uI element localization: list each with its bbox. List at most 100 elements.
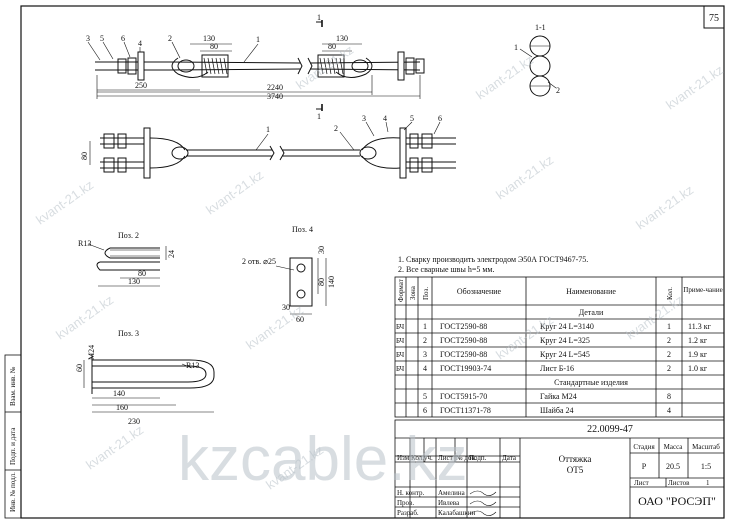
signature-row: Н. контр. Амелина [397, 489, 497, 497]
pos4-dim-30a: 30 [317, 246, 326, 254]
svg-text:Разраб.: Разраб. [397, 509, 419, 517]
watermark-text: kvant-21.kz [473, 52, 536, 102]
svg-text:2: 2 [423, 336, 427, 345]
svg-text:ГОСТ2590-88: ГОСТ2590-88 [440, 322, 487, 331]
pos2-dim-24: 24 [167, 250, 176, 258]
pos4-detail [275, 257, 327, 315]
stamp-vzam-inv: Взам. инв. № [9, 366, 17, 406]
svg-text:2: 2 [667, 350, 671, 359]
rev-h-kol: Кол.уч. [411, 454, 433, 462]
th-zone: Зона [409, 285, 417, 300]
pos2-detail [87, 243, 167, 287]
table-row: БЧ 4 ГОСТ19903-74 Лист Б-16 2 1.0 кг [396, 364, 708, 373]
dim-250: 250 [135, 81, 147, 90]
stamp-inv-podl: Инв. № подл. [9, 472, 17, 512]
side-view [89, 121, 456, 179]
scale-label: Масштаб [692, 443, 720, 451]
callout-3: 3 [86, 34, 90, 43]
svg-text:5: 5 [423, 392, 427, 401]
svg-text:БЧ: БЧ [396, 351, 405, 359]
th-designation: Обозначение [457, 287, 502, 296]
side-callout-5: 5 [410, 114, 414, 123]
svg-text:6: 6 [423, 406, 427, 415]
top-view-labels: 3 5 6 4 2 1 130 80 130 80 250 2240 3740 … [86, 13, 348, 121]
svg-text:ГОСТ2590-88: ГОСТ2590-88 [440, 350, 487, 359]
watermark-text: kvant-21.kz [83, 422, 146, 472]
pos3-dim-140: 140 [113, 389, 125, 398]
svg-text:Пров.: Пров. [397, 499, 414, 507]
callout-2: 2 [168, 34, 172, 43]
svg-text:1: 1 [667, 322, 671, 331]
sheet-label: Лист [634, 479, 649, 487]
pos4-dim-30b: 30 [282, 303, 290, 312]
dim-80-right: 80 [328, 42, 336, 51]
stage-label: Стадия [633, 443, 655, 451]
sheet-number-box [703, 5, 725, 29]
pos4-dim-60: 60 [296, 315, 304, 324]
dim-3740: 3740 [267, 92, 283, 101]
th-format: Формат [397, 279, 405, 302]
side-callout-3: 3 [362, 114, 366, 123]
mass-value: 20.5 [666, 462, 680, 471]
section-callout-1: 1 [514, 43, 518, 52]
table-row: БЧ 1 ГОСТ2590-88 Круг 24 L=3140 1 11.3 к… [396, 322, 712, 331]
callout-1: 1 [256, 35, 260, 44]
svg-text:1.9 кг: 1.9 кг [688, 350, 708, 359]
callout-5: 5 [100, 34, 104, 43]
th-qty: Кол. [666, 287, 674, 300]
svg-text:Круг 24 L=3140: Круг 24 L=3140 [540, 322, 594, 331]
watermark-text: kvant-21.kz [633, 182, 696, 232]
svg-text:2: 2 [667, 364, 671, 373]
side-callout-6: 6 [438, 114, 442, 123]
svg-text:2: 2 [667, 336, 671, 345]
svg-text:ГОСТ2590-88: ГОСТ2590-88 [440, 336, 487, 345]
watermark-text: kvant-21.kz [243, 302, 306, 352]
pos4-holes: 2 отв. ⌀25 [242, 257, 276, 266]
svg-text:БЧ: БЧ [396, 365, 405, 373]
section-mark-top: 1 [317, 13, 321, 22]
watermark-text: kvant-21.kz [623, 292, 686, 342]
watermark-text: kvant-21.kz [663, 62, 726, 112]
pos2-title: Поз. 2 [118, 231, 139, 240]
signature-row: Пров. Ивлева [397, 499, 497, 507]
svg-text:БЧ: БЧ [396, 337, 405, 345]
pos4-dim-140: 140 [327, 276, 336, 288]
pos2-dim-130: 130 [128, 277, 140, 286]
svg-text:Амелина: Амелина [438, 489, 466, 497]
svg-text:3: 3 [423, 350, 427, 359]
section-callout-2: 2 [556, 86, 560, 95]
pos3-dim-60: 60 [75, 364, 84, 372]
pos4-title: Поз. 4 [292, 225, 313, 234]
dim-80-left: 80 [210, 42, 218, 51]
dim-2240: 2240 [267, 83, 283, 92]
stage-value: Р [642, 462, 647, 471]
svg-text:Калабашкин: Калабашкин [438, 509, 476, 517]
rev-h-podp: Подп. [469, 454, 487, 462]
section-mark-bottom: 1 [317, 112, 321, 121]
pos3-dim-160: 160 [116, 403, 128, 412]
rev-h-izm: Изм. [397, 454, 411, 462]
table-row: БЧ 3 ГОСТ2590-88 Круг 24 L=545 2 1.9 кг [396, 350, 708, 359]
th-name: Наименование [566, 287, 616, 296]
callout-4: 4 [138, 39, 142, 48]
svg-text:4: 4 [667, 406, 671, 415]
dim-130-left: 130 [203, 34, 215, 43]
sheet-number: 75 [709, 13, 719, 24]
svg-text:8: 8 [667, 392, 671, 401]
mass-label: Масса [664, 443, 684, 451]
pos3-dim-230: 230 [128, 417, 140, 426]
svg-text:4: 4 [423, 364, 427, 373]
top-view [87, 20, 425, 111]
pos3-title: Поз. 3 [118, 329, 139, 338]
section-parts: Детали [579, 308, 604, 317]
svg-text:Гайка М24: Гайка М24 [540, 392, 577, 401]
sheets-value: 1 [706, 479, 710, 487]
watermark-text: kvant-21.kz [293, 42, 356, 92]
watermark-text: kvant-21.kz [493, 152, 556, 202]
svg-text:Шайба 24: Шайба 24 [540, 406, 574, 415]
dim-130-right: 130 [336, 34, 348, 43]
watermark-text: kvant-21.kz [33, 177, 96, 227]
note-2: 2. Все сварные швы h=5 мм. [398, 265, 494, 274]
